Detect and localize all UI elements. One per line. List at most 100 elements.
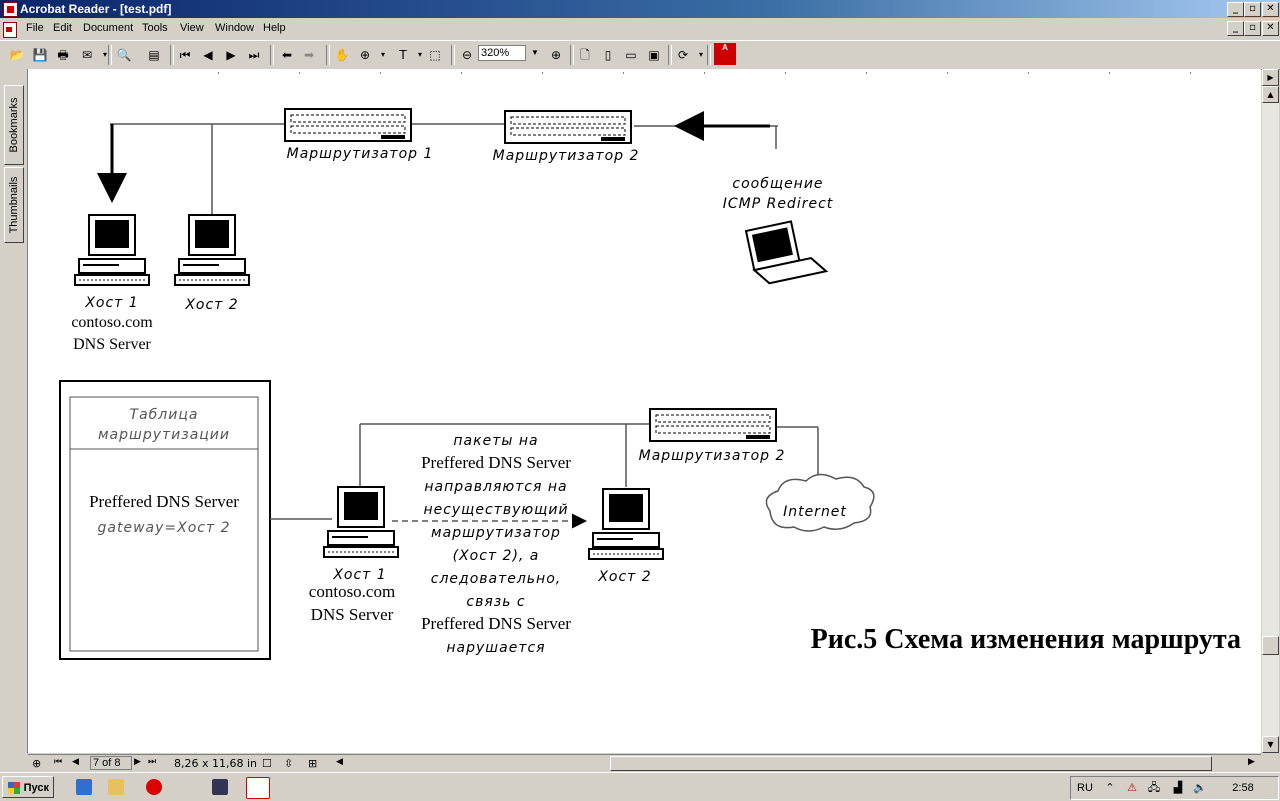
close-button[interactable]: ✕ bbox=[1262, 2, 1279, 17]
zoom-out-icon[interactable]: ⊖ bbox=[461, 48, 473, 62]
continuous-icon[interactable]: ⇳ bbox=[284, 757, 294, 770]
menu-tools[interactable]: Tools bbox=[142, 22, 168, 34]
menu-view[interactable]: View bbox=[180, 22, 204, 34]
save-icon[interactable]: 💾 bbox=[32, 48, 48, 62]
maximize-button[interactable]: ▫ bbox=[1244, 2, 1261, 17]
first-page-icon[interactable]: ⏮ bbox=[179, 48, 191, 62]
page-size-label: 8,26 x 11,68 in bbox=[174, 757, 258, 770]
scroll-left-icon[interactable]: ◀ bbox=[336, 757, 343, 767]
zoom-tool-dropdown-icon[interactable]: ▾ bbox=[380, 50, 385, 59]
first-page-icon[interactable]: ⏮ bbox=[54, 757, 63, 767]
fit-visible-icon[interactable]: ▣ bbox=[648, 48, 660, 62]
single-page-icon[interactable]: ☐ bbox=[262, 757, 272, 770]
network-icon[interactable]: 🖧 bbox=[1147, 781, 1161, 794]
figure-caption: Рис.5 Схема изменения маршрута bbox=[811, 624, 1241, 655]
go-forward-icon[interactable]: ➡ bbox=[303, 48, 315, 62]
print-icon[interactable]: 🖶 bbox=[57, 48, 69, 62]
note-line: несуществующий bbox=[423, 502, 568, 518]
actual-size-icon[interactable]: 🗋 bbox=[580, 48, 590, 62]
zoom-dropdown-icon[interactable]: ▼ bbox=[531, 48, 539, 57]
zoom-in-icon[interactable]: ⊕ bbox=[550, 48, 562, 62]
menu-window[interactable]: Window bbox=[215, 22, 255, 34]
routing-table-destination: Preffered DNS Server bbox=[89, 492, 239, 511]
fit-width-icon[interactable]: ▭ bbox=[625, 48, 637, 62]
menu-edit[interactable]: Edit bbox=[53, 22, 72, 34]
acrobat-reader-task-button[interactable] bbox=[246, 777, 270, 799]
scroll-right-icon[interactable]: ▶ bbox=[1248, 757, 1255, 767]
note-line: направляются на bbox=[424, 479, 567, 495]
language-indicator[interactable]: RU bbox=[1077, 782, 1093, 794]
fit-page-icon[interactable]: ▯ bbox=[604, 48, 612, 62]
document-icon[interactable] bbox=[3, 22, 17, 38]
toolbar-separator bbox=[326, 45, 330, 65]
explorer-folder-icon[interactable] bbox=[108, 779, 124, 795]
internet-label: Internet bbox=[783, 504, 847, 520]
document-view[interactable]: Маршрутизатор 1 Маршрутизатор 2 сообщени… bbox=[28, 69, 1261, 753]
go-back-icon[interactable]: ⬅ bbox=[281, 48, 293, 62]
opera-icon[interactable] bbox=[146, 779, 162, 795]
host-1-role: DNS Server bbox=[73, 336, 151, 353]
note-line: пакеты на bbox=[453, 433, 538, 449]
previous-page-icon[interactable]: ◀ bbox=[203, 48, 213, 62]
next-page-icon[interactable]: ▶ bbox=[226, 48, 236, 62]
icmp-label-line2: ICMP Redirect bbox=[723, 196, 834, 212]
host-1-domain: contoso.com bbox=[309, 582, 395, 601]
doc-close-button[interactable]: ✕ bbox=[1262, 21, 1279, 36]
acrobat-app-icon[interactable] bbox=[3, 2, 18, 17]
text-select-tool-icon[interactable]: T bbox=[399, 48, 407, 62]
graphics-select-tool-icon[interactable]: ⬚ bbox=[429, 48, 441, 62]
note-line: следовательно, bbox=[431, 571, 561, 587]
volume-icon[interactable]: 🔈 bbox=[1193, 781, 1207, 794]
vertical-scrollbar[interactable]: ▶ ▲ ▼ bbox=[1262, 69, 1279, 753]
title-bar: Acrobat Reader - [test.pdf] _ ▫ ✕ bbox=[0, 0, 1280, 18]
last-page-icon[interactable]: ⏭ bbox=[248, 48, 260, 62]
last-page-icon[interactable]: ⏭ bbox=[148, 757, 157, 767]
menu-file[interactable]: File bbox=[26, 22, 44, 34]
routing-table-title-line1: Таблица bbox=[130, 407, 199, 423]
top-network-diagram: Маршрутизатор 1 Маршрутизатор 2 сообщени… bbox=[71, 108, 834, 353]
doc-minimize-button[interactable]: _ bbox=[1227, 21, 1244, 36]
adobe-logo-icon[interactable]: A bbox=[714, 43, 736, 65]
search-icon[interactable]: 🔍 bbox=[116, 48, 132, 62]
menu-document[interactable]: Document bbox=[83, 22, 134, 34]
continuous-facing-icon[interactable]: ⊞ bbox=[308, 757, 318, 770]
internet-explorer-icon[interactable] bbox=[76, 779, 92, 795]
start-button[interactable]: Пуск bbox=[2, 776, 54, 798]
toolbar: 📂 💾 🖶 ✉ ▾ 🔍 ▤ ⏮ ◀ ▶ ⏭ ⬅ ➡ ✋ ⊕ ▾ T ▾ ⬚ ⊖ … bbox=[0, 40, 1280, 70]
rotate-view-icon[interactable]: ⟳ bbox=[677, 48, 689, 62]
hand-tool-icon[interactable]: ✋ bbox=[334, 48, 350, 62]
email-dropdown-icon[interactable]: ▾ bbox=[102, 50, 107, 59]
scroll-thumb[interactable] bbox=[1262, 636, 1279, 655]
toolbar-separator bbox=[668, 45, 672, 65]
menu-help[interactable]: Help bbox=[263, 22, 286, 34]
page-number-field[interactable]: 7 of 8 bbox=[90, 756, 132, 770]
host-1-domain: contoso.com bbox=[71, 314, 153, 331]
text-select-dropdown-icon[interactable]: ▾ bbox=[417, 50, 422, 59]
tab-bookmarks[interactable]: Bookmarks bbox=[4, 85, 24, 165]
email-icon[interactable]: ✉ bbox=[81, 48, 93, 62]
scroll-up-icon[interactable]: ▲ bbox=[1262, 86, 1279, 103]
tab-thumbnails[interactable]: Thumbnails bbox=[4, 167, 24, 243]
zoom-in-tool-icon[interactable]: ⊕ bbox=[359, 48, 371, 62]
next-page-arrow-icon[interactable]: ▶ bbox=[1262, 69, 1279, 86]
app-icon[interactable] bbox=[212, 779, 228, 795]
security-icon[interactable]: ⚠ bbox=[1127, 781, 1137, 794]
horizontal-scroll-thumb[interactable] bbox=[610, 756, 1212, 771]
minimize-button[interactable]: _ bbox=[1227, 2, 1244, 17]
open-icon[interactable]: 📂 bbox=[9, 48, 25, 62]
show-hidden-icons-icon[interactable]: ⌃ bbox=[1105, 781, 1115, 794]
signal-icon[interactable]: ▟ bbox=[1173, 781, 1183, 794]
next-page-icon[interactable]: ▶ bbox=[134, 757, 141, 767]
doc-restore-button[interactable]: ▫ bbox=[1244, 21, 1261, 36]
scroll-down-icon[interactable]: ▼ bbox=[1262, 736, 1279, 753]
routing-table-gateway: gateway=Хост 2 bbox=[98, 520, 231, 536]
toolbar-separator bbox=[270, 45, 274, 65]
status-menu-icon[interactable]: ⊕ bbox=[32, 757, 42, 770]
computer-icon bbox=[74, 214, 150, 286]
note-line: нарушается bbox=[446, 640, 545, 656]
show-navigation-pane-icon[interactable]: ▤ bbox=[148, 48, 160, 62]
rotate-dropdown-icon[interactable]: ▾ bbox=[698, 50, 703, 59]
zoom-level-input[interactable]: 320% bbox=[478, 45, 526, 61]
page-content: Маршрутизатор 1 Маршрутизатор 2 сообщени… bbox=[59, 72, 1241, 660]
previous-page-icon[interactable]: ◀ bbox=[72, 757, 79, 767]
